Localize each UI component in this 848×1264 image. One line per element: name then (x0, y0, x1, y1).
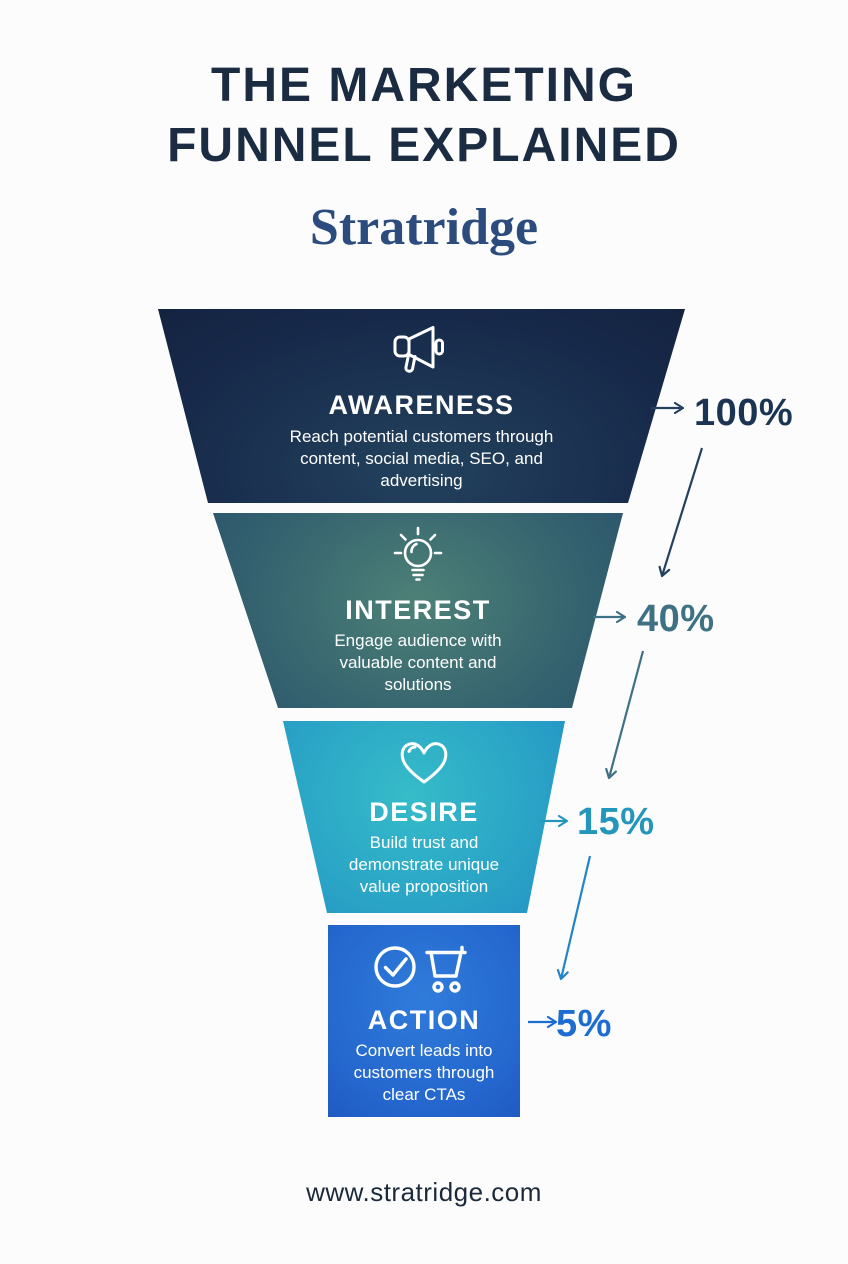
arrow-100-to-40 (658, 447, 704, 578)
megaphone-icon (393, 326, 444, 373)
percent-label-desire: 15% (577, 801, 655, 843)
stage-name: INTEREST (345, 595, 491, 625)
percent-label-action: 5% (556, 1003, 612, 1045)
shopping-cart-icon (425, 945, 467, 993)
stage-description: Convert leads into customers through cle… (353, 1041, 495, 1104)
stage-description: Engage audience with valuable content an… (334, 631, 502, 694)
check-circle-and-cart-icon (374, 945, 467, 993)
funnel-stage-interest: INTEREST Engage audience with valuable c… (213, 513, 623, 708)
stage-name: DESIRE (369, 797, 479, 827)
website-url: www.stratridge.com (306, 1177, 542, 1207)
funnel-stage-awareness: AWARENESS Reach potential customers thro… (158, 309, 685, 503)
page-title-line1: THE MARKETING (211, 59, 637, 112)
arrow-40-to-15 (605, 650, 645, 780)
stage-description: Reach potential customers through conten… (289, 427, 554, 490)
lightbulb-icon (393, 526, 443, 581)
page-title-line2: FUNNEL EXPLAINED (167, 119, 681, 172)
stage-name: AWARENESS (328, 390, 515, 420)
checkmark-icon (383, 957, 408, 977)
stage-description: Build trust and demonstrate unique value… (348, 833, 500, 896)
funnel-stage-action: ACTION Convert leads into customers thro… (328, 925, 520, 1117)
page-title: THE MARKETING FUNNEL EXPLAINED (0, 56, 848, 176)
percent-label-interest: 40% (637, 598, 715, 640)
check-circle-icon (374, 946, 416, 988)
stage-name: ACTION (367, 1005, 481, 1035)
funnel-stage-desire: DESIRE Build trust and demonstrate uniqu… (283, 721, 565, 913)
brand-logo: Stratridge (309, 199, 539, 256)
heart-icon (400, 742, 448, 784)
arrow-15-to-5 (556, 855, 592, 981)
percent-label-awareness: 100% (694, 392, 794, 434)
